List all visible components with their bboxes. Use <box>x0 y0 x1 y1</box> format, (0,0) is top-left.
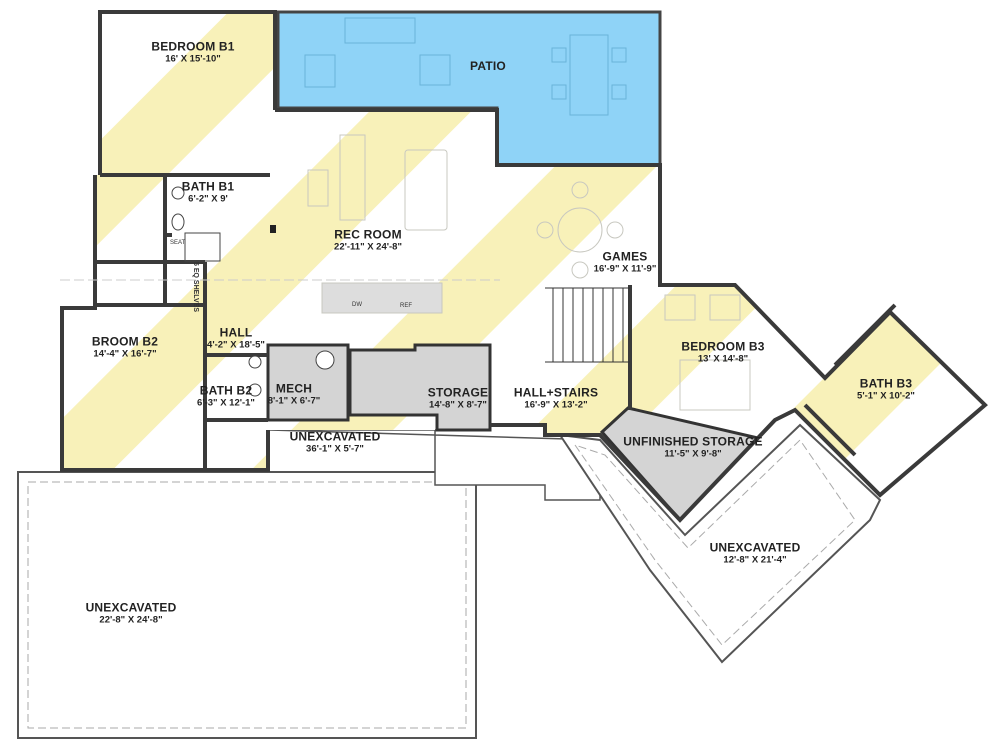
bath-fixtures <box>171 186 335 397</box>
seat-note: SEAT <box>170 240 186 246</box>
room-dims: 14'-4" X 16'-7" <box>93 348 157 360</box>
room-name: BATH B1 <box>181 179 235 194</box>
room-name: BEDROOM B3 <box>681 339 765 354</box>
room-name: REC ROOM <box>334 227 402 242</box>
room-dims: 16' X 15'-10" <box>165 53 221 65</box>
room-dims: 36'-1" X 5'-7" <box>306 443 364 455</box>
walls <box>60 10 988 523</box>
room-name: HALL <box>219 325 253 340</box>
room-name: GAMES <box>602 249 648 264</box>
ref-note: REF <box>400 303 412 309</box>
room-dims: 4'-2" X 18'-5" <box>207 339 265 351</box>
room-dims: 22'-11" X 24'-8" <box>334 241 402 253</box>
dw-note: DW <box>352 302 362 308</box>
room-name: BATH B2 <box>199 383 253 398</box>
room-dims: 16'-9" X 11'-9" <box>593 263 657 275</box>
room-name: UNEXCAVATED <box>709 540 801 555</box>
room-name: BATH B3 <box>859 376 913 391</box>
stairs <box>545 287 630 363</box>
room-name: STORAGE <box>427 385 489 400</box>
room-name: UNEXCAVATED <box>289 429 381 444</box>
room-label-patio: PATIO <box>470 59 506 73</box>
room-name: BROOM B2 <box>91 334 159 349</box>
unexcavated-large <box>17 471 477 739</box>
room-name: HALL+STAIRS <box>513 385 599 400</box>
room-dims: 22'-8" X 24'-8" <box>99 614 163 626</box>
room-name: UNFINISHED STORAGE <box>623 434 763 449</box>
room-name: BEDROOM B1 <box>151 39 235 54</box>
room-name: UNEXCAVATED <box>85 600 177 615</box>
room-dims: 11'-5" X 9'-8" <box>664 448 722 460</box>
room-name: MECH <box>275 381 313 396</box>
mech-room-area <box>266 343 350 422</box>
room-dims: 5'-1" X 10'-2" <box>857 390 915 402</box>
room-dims: 14'-8" X 8'-7" <box>429 399 487 411</box>
room-dims: 6'-2" X 9' <box>188 193 228 205</box>
shelves-note: 5 EQ SHELVES <box>192 262 199 313</box>
room-dims: 8'-1" X 6'-7" <box>267 395 321 407</box>
room-dims: 16'-9" X 13'-2" <box>524 399 588 411</box>
room-dims: 13' X 14'-8" <box>697 353 749 365</box>
rec-room-furniture <box>307 134 751 411</box>
unexcavated-right <box>557 423 882 664</box>
storage-room-area <box>348 343 492 432</box>
room-name: PATIO <box>470 59 506 73</box>
patio-furniture <box>304 17 627 116</box>
room-dims: 6'-3" X 12'-1" <box>197 397 255 409</box>
room-dims: 12'-8" X 21'-4" <box>723 554 787 566</box>
